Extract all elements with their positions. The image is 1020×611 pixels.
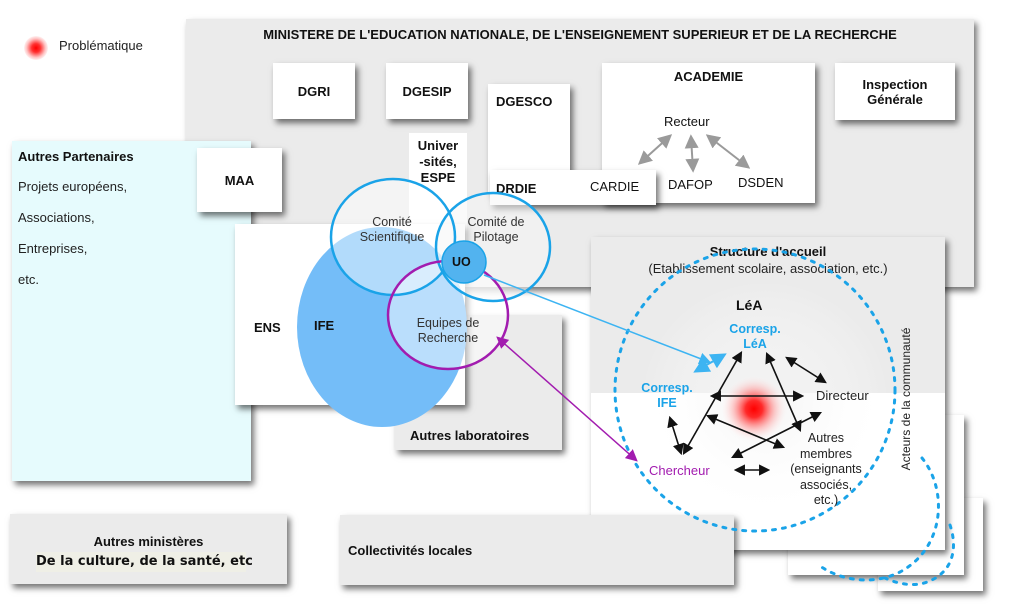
dafop-label: DAFOP [668, 177, 713, 192]
universites-line: -sités, [419, 154, 457, 169]
equipes-line: Recherche [417, 331, 479, 345]
acteurs-label: Acteurs de la communauté [899, 327, 913, 471]
corresp-ife-line: Corresp. [641, 381, 693, 395]
partenaire-item: Entreprises, [18, 241, 88, 256]
cardie-label: CARDIE [590, 179, 640, 194]
recteur-label: Recteur [664, 114, 710, 129]
comite-scientifique-label: Comité Scientifique [340, 215, 444, 245]
dgri-label: DGRI [297, 83, 331, 99]
corresp-ife-label: Corresp. IFE [630, 381, 704, 411]
autres-membres-label: Autres membres (enseignants associés, et… [776, 431, 876, 509]
partenaire-item: etc. [18, 272, 39, 287]
autres-membres-line: (enseignants [790, 462, 862, 476]
maa-label: MAA [224, 172, 255, 188]
universites-line: ESPE [420, 170, 456, 185]
equipes-line: Equipes de [416, 316, 480, 330]
collectivites-label: Collectivités locales [348, 543, 473, 558]
uo-label: UO [452, 255, 471, 269]
autres-membres-line: associés, [799, 477, 853, 492]
dgesip-box: DGESIP [386, 63, 468, 119]
comite-scientifique-line: Scientifique [359, 230, 425, 244]
inspection-line: Inspection [862, 76, 928, 92]
directeur-label: Directeur [816, 388, 869, 403]
chercheur-label: Chercheur [649, 463, 710, 478]
dgesco-label: DGESCO [496, 94, 553, 109]
dsden-label: DSDEN [738, 175, 784, 190]
legend-label: Problématique [59, 38, 143, 53]
lea-title: LéA [736, 297, 763, 313]
red-dot-icon [24, 36, 48, 60]
legend: Problématique [14, 28, 174, 62]
comite-scientifique-line: Comité [372, 215, 412, 229]
partenaires-panel: Autres Partenaires Projets européens, As… [12, 141, 251, 481]
dgri-box: DGRI [273, 63, 355, 119]
autres-laboratoires-label: Autres laboratoires [410, 428, 530, 443]
inspection-line: Générale [867, 91, 923, 107]
ens-box: ENS [235, 224, 465, 405]
drdie-label: DRDIE [496, 181, 537, 196]
autres-ministeres-title: Autres ministères [93, 534, 204, 549]
autres-membres-line: etc.) [813, 493, 839, 507]
comite-pilotage-label: Comité de Pilotage [446, 215, 546, 245]
dgesip-label: DGESIP [402, 83, 452, 99]
structure-subtitle: (Etablissement scolaire, association, et… [648, 261, 888, 276]
comite-pilotage-line: Comité de [467, 215, 525, 229]
corresp-lea-label: Corresp. LéA [718, 322, 792, 352]
comite-pilotage-line: Pilotage [473, 230, 519, 244]
academie-title: ACADEMIE [673, 69, 744, 84]
universites-line: Univer [417, 138, 459, 153]
ministry-title: MINISTERE DE L'EDUCATION NATIONALE, DE L… [263, 27, 897, 42]
corresp-lea-line: LéA [743, 337, 767, 351]
maa-box: MAA [197, 148, 282, 212]
partenaires-title: Autres Partenaires [18, 149, 134, 164]
collectivites-box: Collectivités locales [340, 515, 734, 585]
equipes-recherche-label: Equipes de Recherche [400, 316, 496, 346]
partenaire-item: Associations, [18, 210, 95, 225]
autres-ministeres-subtitle: De la culture, de la santé, etc [36, 552, 253, 572]
ens-label: ENS [254, 320, 281, 335]
autres-ministeres-box: Autres ministères De la culture, de la s… [10, 514, 287, 584]
structure-title: Structure d'accueil [709, 244, 827, 259]
autres-membres-line: Autres [807, 431, 845, 445]
drdie-box: DRDIE CARDIE [490, 170, 656, 205]
corresp-lea-line: Corresp. [729, 322, 781, 336]
ife-label: IFE [314, 318, 335, 333]
autres-membres-line: membres [799, 446, 853, 461]
partenaire-item: Projets européens, [18, 179, 128, 194]
corresp-ife-line: IFE [657, 396, 677, 410]
inspection-box: Inspection Générale [835, 63, 955, 120]
